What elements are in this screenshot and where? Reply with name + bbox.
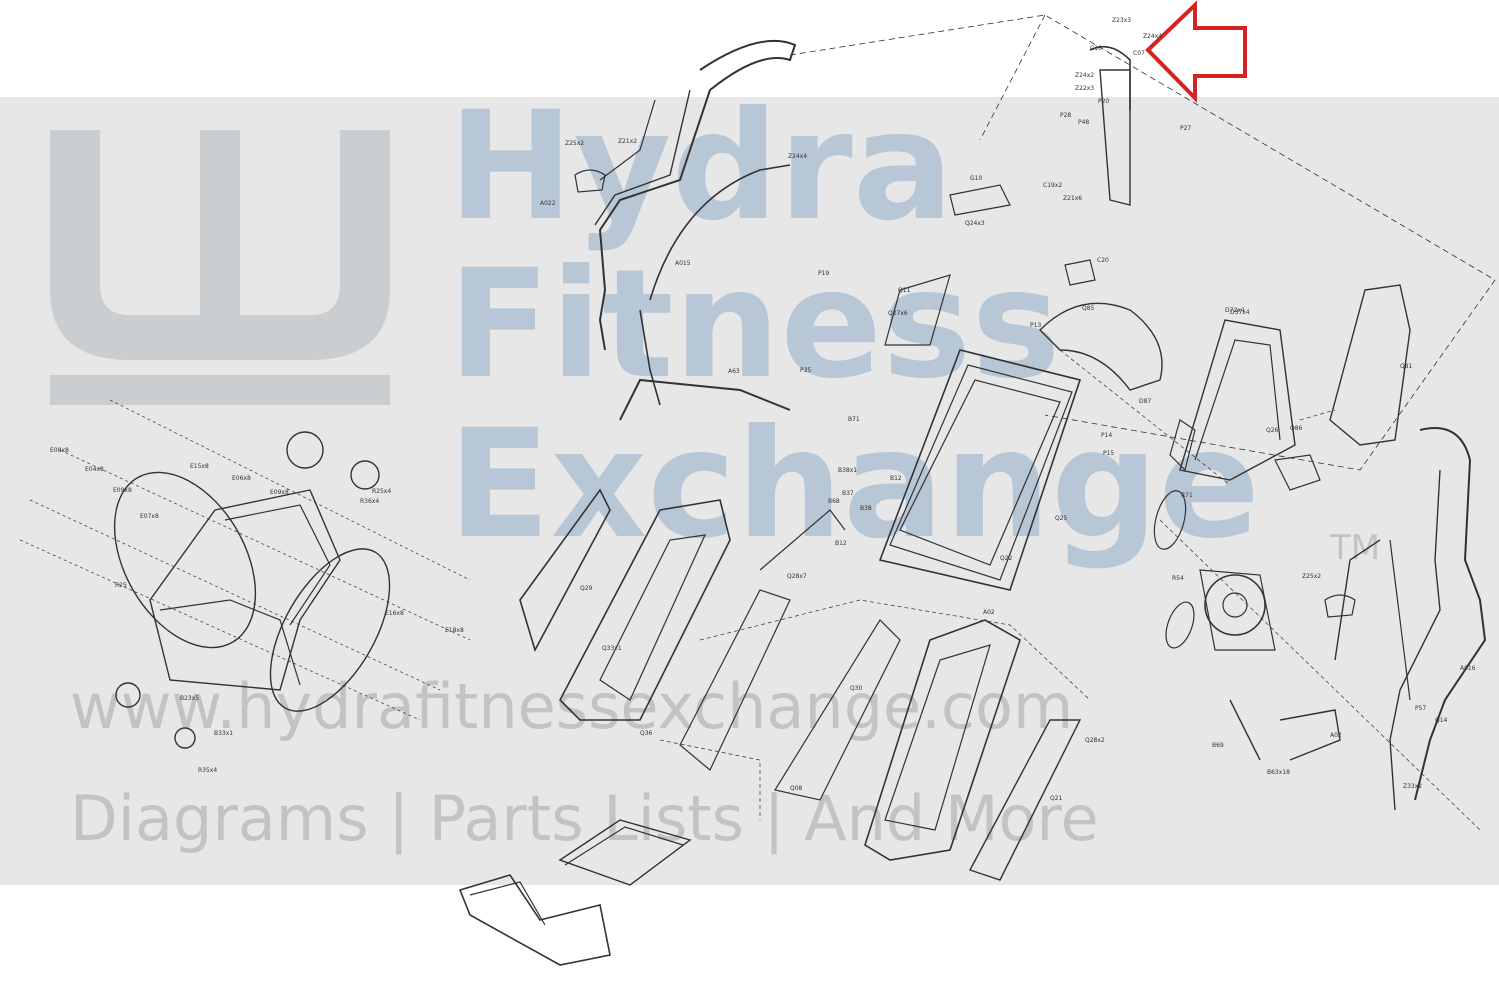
part-label: A016	[1460, 665, 1476, 672]
part-label: Q24x3	[965, 220, 985, 227]
part-label: B37	[842, 490, 854, 497]
part-label: P35	[800, 367, 811, 374]
part-label: A02	[1330, 732, 1342, 739]
part-label: Q28x2	[1085, 737, 1105, 744]
watermark-tagline: Diagrams | Parts Lists | And More	[70, 782, 1099, 855]
watermark-trademark: TM	[1330, 528, 1381, 568]
part-label: Q86	[1290, 425, 1303, 432]
part-label: R54	[1172, 575, 1184, 582]
part-label: P57	[1415, 705, 1426, 712]
part-label: P19	[818, 270, 829, 277]
part-label: B33x1	[214, 730, 233, 737]
part-label: D87	[1139, 398, 1151, 405]
part-label: Z33x2	[1403, 783, 1422, 790]
part-label: A63	[728, 368, 740, 375]
part-label: P48	[1078, 119, 1089, 126]
part-label: Z24x4	[788, 153, 807, 160]
part-label: R25	[115, 582, 127, 589]
part-label: B71	[848, 416, 860, 423]
part-label: Q11	[898, 287, 911, 294]
part-label: Z24x4	[1143, 33, 1162, 40]
part-label: D72x4	[1225, 307, 1245, 314]
part-label: P27	[1180, 125, 1191, 132]
part-label: B12	[835, 540, 847, 547]
watermark-band	[0, 97, 1499, 885]
callout-arrow	[1145, 0, 1247, 103]
part-label: E04x8	[85, 466, 104, 473]
part-label: A015	[675, 260, 691, 267]
part-label: Z21x6	[1063, 195, 1082, 202]
part-label: B63x18	[1267, 769, 1290, 776]
part-label: P20	[1098, 98, 1109, 105]
part-label: Q08	[790, 785, 803, 792]
part-label: Q14	[1435, 717, 1448, 724]
part-label: B23x5	[180, 695, 199, 702]
part-labels: Z23x3Z24x4C10C07Z24x2Z22x3P20P27P28P48C1…	[50, 17, 1476, 802]
part-label: Z21x2	[618, 138, 637, 145]
part-label: E18x8	[445, 627, 464, 634]
part-label: Q26	[1266, 427, 1279, 434]
hydra-trident-logo	[50, 130, 390, 405]
part-label: Z23x3	[1112, 17, 1131, 24]
part-label: E15x8	[190, 463, 209, 470]
part-label: Q33x1	[602, 645, 622, 652]
watermark-word-exchange: Exchange	[448, 398, 1261, 572]
part-label: Q36	[640, 730, 653, 737]
part-label: A022	[540, 200, 556, 207]
part-label: Q81	[1400, 363, 1413, 370]
part-label: C19x2	[1043, 182, 1062, 189]
part-label: E07x8	[140, 513, 159, 520]
part-label: Z22x3	[1075, 85, 1094, 92]
part-label: B68	[828, 498, 840, 505]
watermark-word-fitness: Fitness	[448, 238, 1061, 412]
part-label: P14	[1101, 432, 1112, 439]
part-label: R71	[1181, 492, 1193, 499]
part-label: Q25	[1055, 515, 1068, 522]
part-label: Q22	[1000, 555, 1013, 562]
part-label: G10	[970, 175, 982, 182]
part-label: D37x4	[1230, 309, 1250, 316]
part-label: E08x8	[50, 447, 69, 454]
part-label: R36x4	[360, 498, 379, 505]
part-label: B38x1	[838, 467, 857, 474]
part-label: E09x8	[270, 489, 289, 496]
part-label: B69	[1212, 742, 1224, 749]
part-label: Q27x6	[888, 310, 908, 317]
part-label: Q85	[1082, 305, 1095, 312]
part-label: R35x4	[198, 767, 217, 774]
part-label: Z24x2	[1075, 72, 1094, 79]
part-label: C20	[1097, 257, 1109, 264]
part-label: A02	[983, 609, 995, 616]
part-label: E06x8	[232, 475, 251, 482]
part-label: E09x8	[113, 487, 132, 494]
part-label: P13	[1030, 322, 1041, 329]
part-label: Q29	[580, 585, 593, 592]
part-label: Z25x2	[1302, 573, 1321, 580]
part-label: E16x8	[385, 610, 404, 617]
part-label: Z25x2	[565, 140, 584, 147]
part-label: Q28x7	[787, 573, 807, 580]
part-label: C10	[1090, 45, 1102, 52]
line-art	[19, 14, 1496, 966]
watermark-url: www.hydrafitnessexchange.com	[70, 670, 1074, 743]
part-label: Q21	[1050, 795, 1063, 802]
part-label: Q30	[850, 685, 863, 692]
part-label: B38	[860, 505, 872, 512]
part-label: R25x4	[372, 488, 391, 495]
part-label: C07	[1133, 50, 1145, 57]
part-label: B12	[890, 475, 902, 482]
part-label: P15	[1103, 450, 1114, 457]
part-label: P28	[1060, 112, 1071, 119]
